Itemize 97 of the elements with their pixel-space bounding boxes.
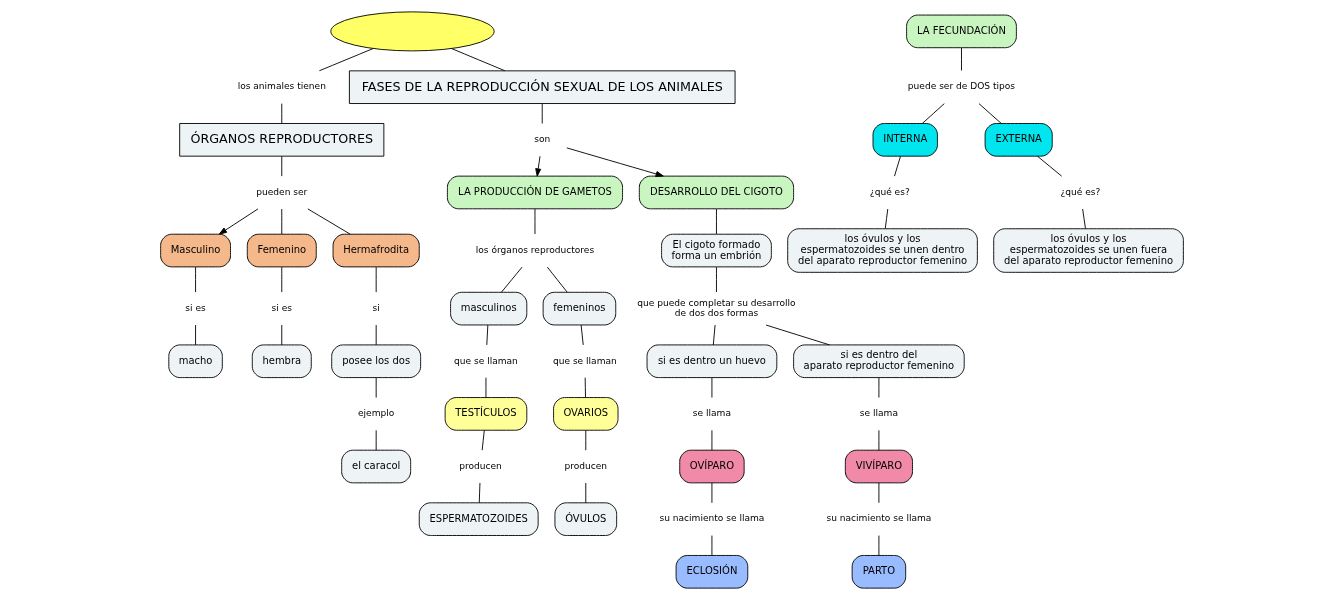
node-box: ECLOSIÓN xyxy=(675,555,748,589)
connector xyxy=(375,324,377,346)
connector xyxy=(481,429,485,451)
connector xyxy=(280,266,282,293)
node-ellipse xyxy=(329,11,495,52)
connector xyxy=(306,208,351,235)
node-box: PARTO xyxy=(851,555,906,589)
node-box: Femenino xyxy=(246,233,317,268)
connector xyxy=(1036,155,1062,177)
connector xyxy=(712,324,716,346)
node-text: que se llaman xyxy=(552,355,617,366)
node-box: ÓVULOS xyxy=(553,502,617,536)
node-box: LA PRODUCCIÓN DE GAMETOS xyxy=(446,175,623,210)
connector xyxy=(485,324,488,346)
node-text: ¿qué es? xyxy=(869,186,910,197)
node-text: producen xyxy=(458,460,502,471)
node-box: femeninos xyxy=(542,291,616,326)
node-text: se llama xyxy=(859,408,898,419)
node-text: si es xyxy=(184,302,206,313)
connector xyxy=(710,535,712,556)
node-box: los óvulos y los espermatozoides se unen dentro del aparato reproductor femenino xyxy=(786,228,978,273)
connector xyxy=(546,266,568,293)
node-text: su nacimiento se llama xyxy=(825,513,931,524)
connector xyxy=(194,324,196,346)
node-box: Masculino xyxy=(159,233,231,268)
node-text: su nacimiento se llama xyxy=(658,513,764,524)
node-box: OVARIOS xyxy=(552,397,618,431)
connector xyxy=(921,103,945,124)
node-text: producen xyxy=(563,460,607,471)
node-text: que puede completar su desarrollo de dos dos formas xyxy=(636,297,796,318)
node-text: puede ser de DOS tipos xyxy=(907,81,1015,92)
connector xyxy=(584,429,586,451)
arrow xyxy=(218,208,258,235)
connector xyxy=(280,324,282,346)
connector xyxy=(485,377,486,398)
arrow xyxy=(534,155,541,177)
node-text: pueden ser xyxy=(255,186,307,197)
node-box: posee los dos xyxy=(330,344,421,379)
node-text: se llama xyxy=(692,408,731,419)
connector xyxy=(877,377,879,398)
connector xyxy=(584,377,586,398)
connector xyxy=(580,324,584,346)
arrow xyxy=(565,147,664,177)
node-box: VIVÍPARO xyxy=(844,449,913,484)
connector xyxy=(710,429,712,451)
connector xyxy=(280,103,282,124)
connector xyxy=(978,103,1002,124)
node-box: si es dentro un huevo xyxy=(646,344,777,379)
connector xyxy=(500,266,523,293)
connector xyxy=(715,208,717,235)
connector xyxy=(877,535,879,556)
node-text: los órganos reproductores xyxy=(475,244,594,255)
node-box: si es dentro del aparato reproductor femenino xyxy=(792,344,965,379)
node-box: OVÍPARO xyxy=(678,449,745,484)
connector xyxy=(877,482,879,504)
connector xyxy=(715,266,717,293)
node-box: ÓRGANOS REPRODUCTORES xyxy=(178,123,384,157)
connector xyxy=(541,103,543,124)
connector xyxy=(584,482,586,504)
connector xyxy=(194,266,196,293)
node-box: TESTÍCULOS xyxy=(444,397,527,431)
node-box: El cigoto formado forma un embrión xyxy=(660,233,772,268)
node-box: el caracol xyxy=(340,449,411,484)
connector xyxy=(710,482,712,504)
connector xyxy=(710,377,712,398)
node-text: ejemplo xyxy=(357,408,394,419)
node-box: INTERNA xyxy=(872,123,938,157)
connector xyxy=(893,155,901,177)
connector xyxy=(1081,208,1086,229)
node-box: FASES DE LA REPRODUCCIÓN SEXUAL DE LOS ANIMALES xyxy=(348,70,736,104)
connector xyxy=(375,266,377,293)
node-box: DESARROLLO DEL CIGOTO xyxy=(638,175,794,210)
node-box: hembra xyxy=(251,344,312,379)
node-box: LA FECUNDACIÓN xyxy=(905,14,1017,49)
node-box: masculinos xyxy=(449,291,527,326)
node-text: si xyxy=(372,302,380,313)
connector xyxy=(877,429,879,451)
connector xyxy=(280,155,282,177)
node-box: Hermafrodita xyxy=(332,233,420,268)
node-box: los óvulos y los espermatozoides se unen fuera del aparato reproductor femenino xyxy=(992,228,1184,273)
connector xyxy=(884,208,888,229)
node-box: EXTERNA xyxy=(984,123,1053,157)
node-box: macho xyxy=(167,344,223,379)
node-text: que se llaman xyxy=(453,355,518,366)
connector xyxy=(450,48,505,72)
node-box: ESPERMATOZOIDES xyxy=(418,502,539,536)
connector xyxy=(375,377,377,398)
connector xyxy=(280,208,282,235)
connector xyxy=(478,482,480,504)
node-text: son xyxy=(533,134,550,145)
connector xyxy=(960,47,962,71)
connector xyxy=(375,429,377,451)
node-text: ¿qué es? xyxy=(1059,186,1100,197)
connector xyxy=(318,48,373,72)
connector xyxy=(765,324,830,346)
node-text: si es xyxy=(271,302,292,313)
node-text: los animales tienen xyxy=(237,81,326,92)
